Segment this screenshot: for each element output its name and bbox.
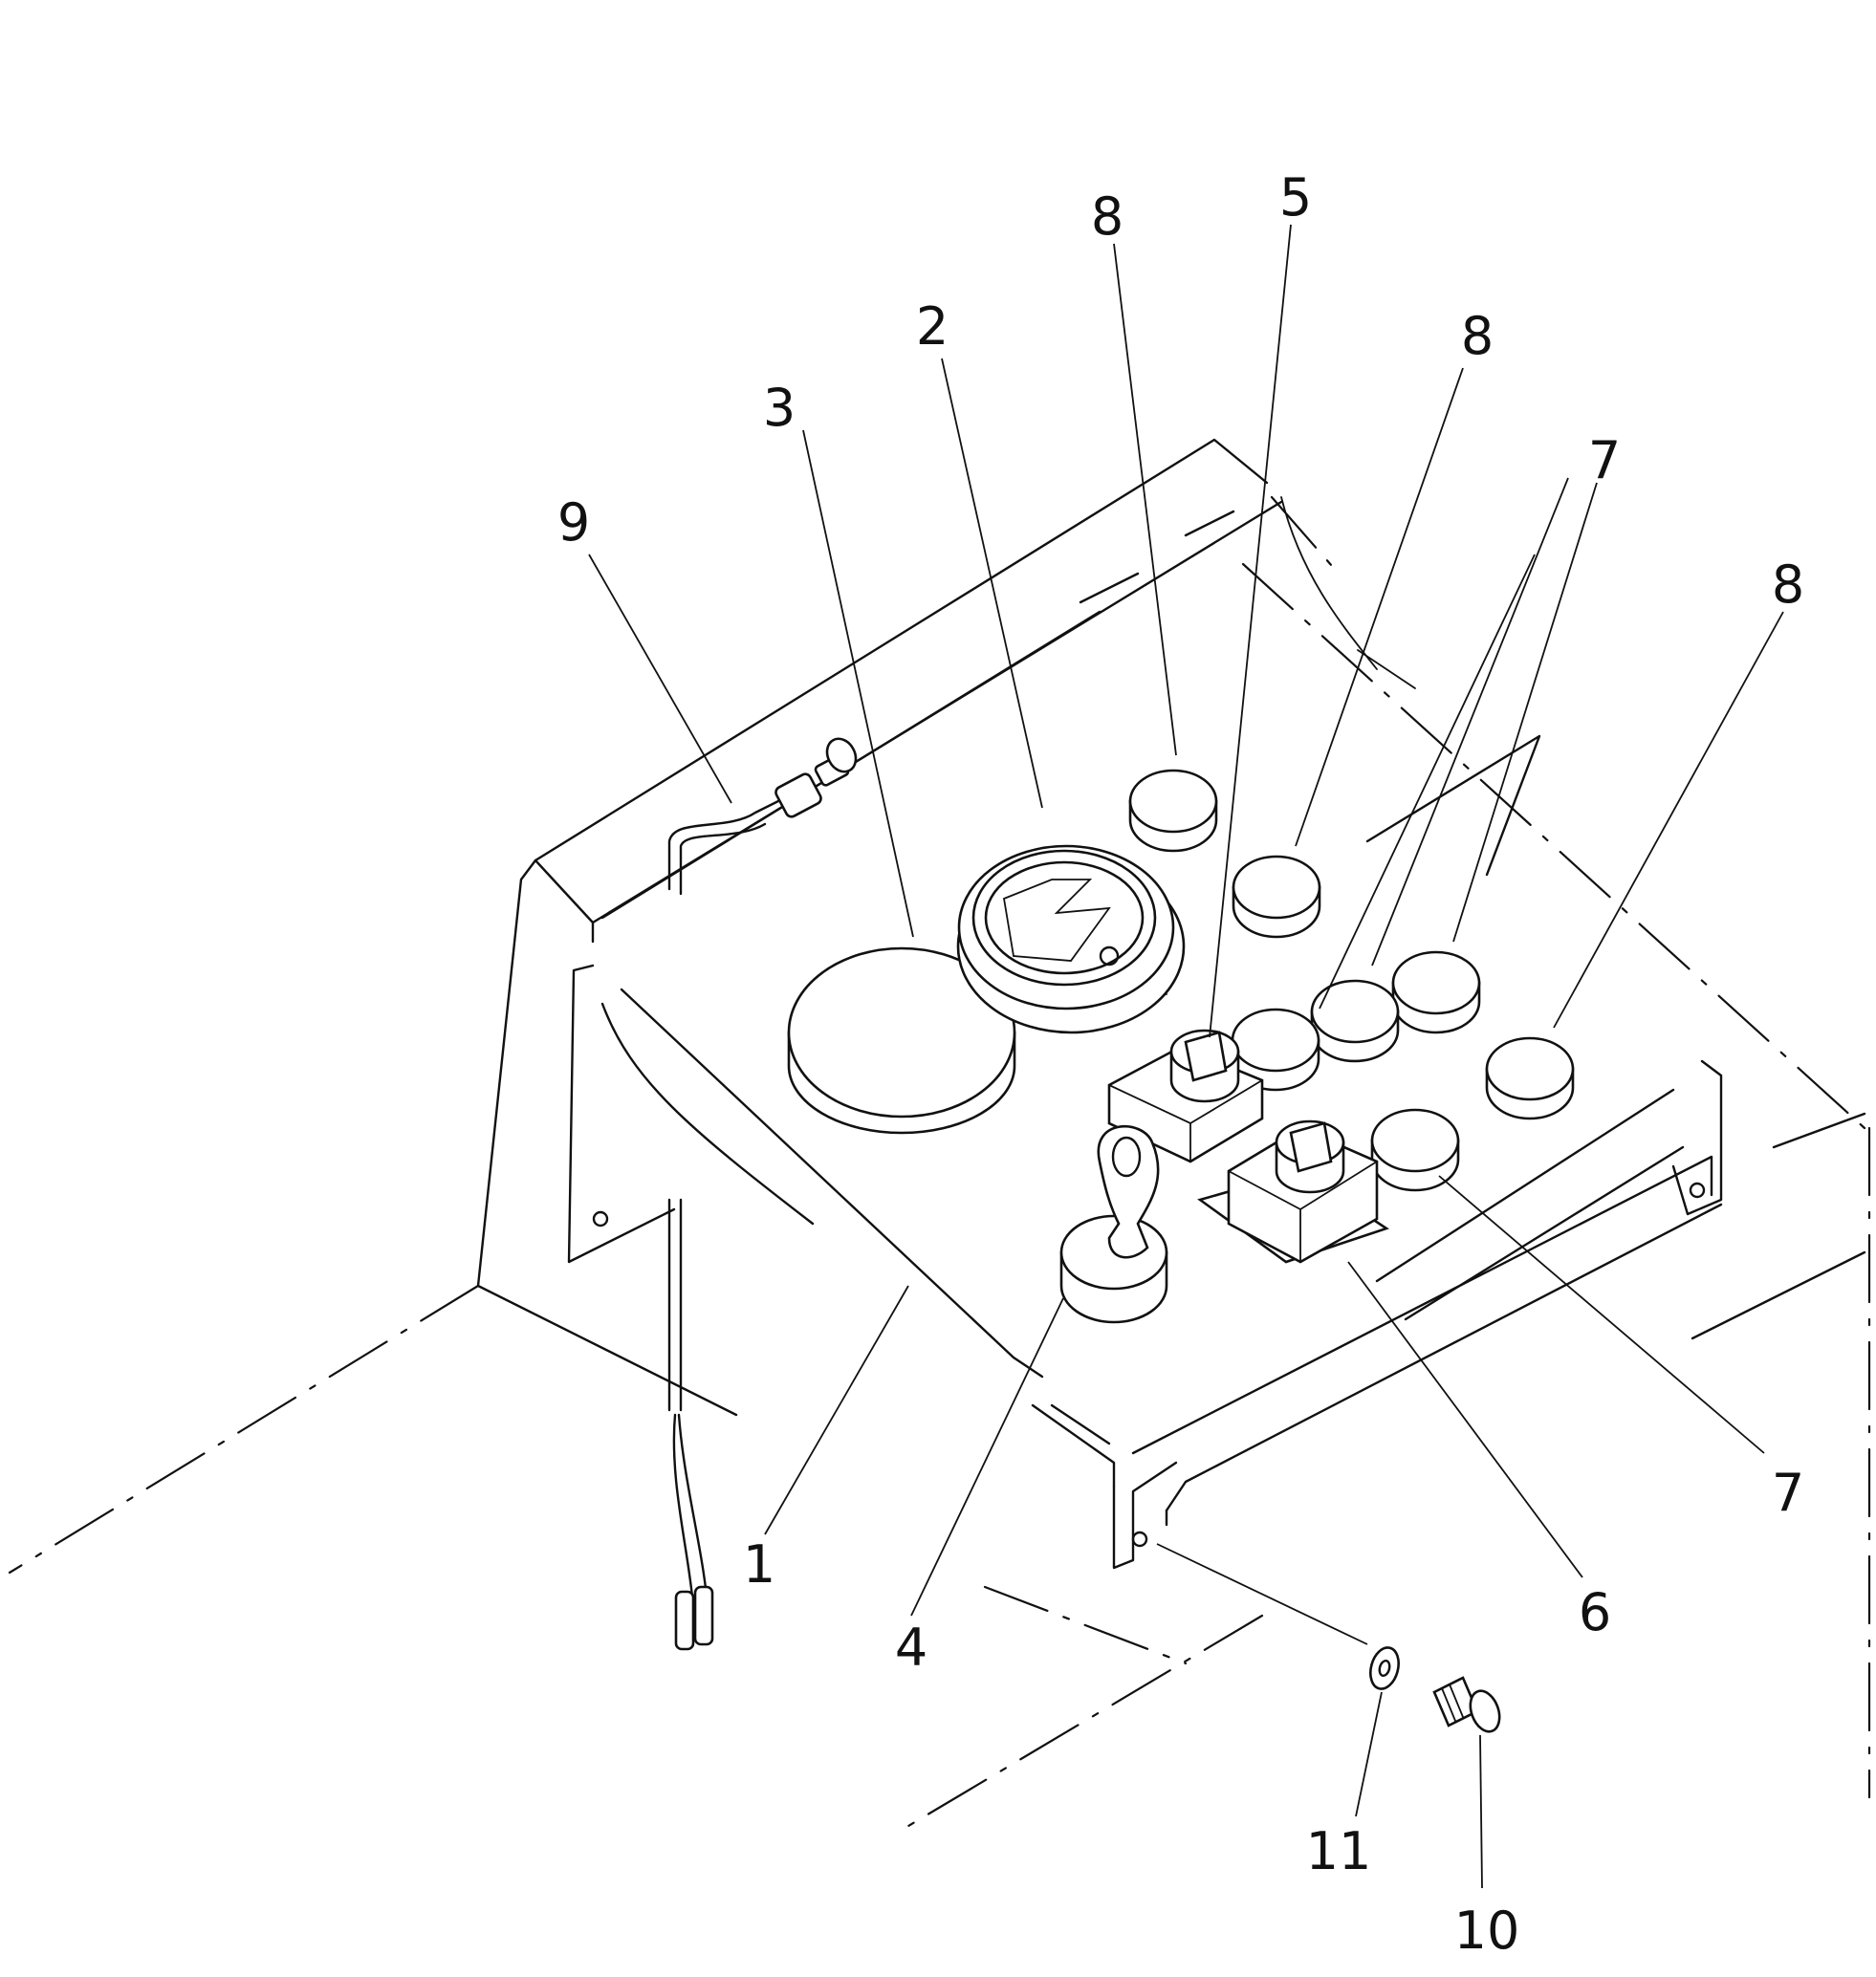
callout-1: 1 [743,1534,775,1595]
callout-8-mid: 8 [1461,306,1494,366]
lamp-7-a [1391,950,1481,1034]
console-body [476,438,1866,1570]
callout-2: 2 [916,296,949,357]
callout-11: 11 [1306,1821,1372,1881]
rotary-switch-lower [1197,1119,1389,1264]
callout-3: 3 [763,378,796,438]
callout-5: 5 [1279,167,1312,228]
callout-labels: 1 2 3 4 5 6 7 7 8 8 8 9 10 11 [557,167,1804,1961]
callout-6: 6 [1579,1582,1611,1642]
lamp-8-top [1128,769,1218,853]
callout-9: 9 [557,492,590,553]
callout-7-upper: 7 [1588,430,1621,490]
callout-7-lower: 7 [1772,1463,1804,1523]
hour-meter [956,844,1186,1034]
lamp-7-b [1310,979,1400,1063]
callout-10: 10 [1454,1901,1520,1961]
lamp-8-right [1485,1036,1575,1120]
screw [1432,1676,1501,1733]
key-switch [1059,1124,1168,1324]
callout-4: 4 [895,1618,927,1678]
callout-8-top: 8 [1091,186,1123,247]
washer [1369,1646,1400,1690]
leader-lines [588,224,1784,1889]
indicator-lamps [1128,769,1575,1192]
lamp-7-low [1370,1108,1460,1192]
gauge-round-large [787,946,1016,1135]
callout-8-right: 8 [1772,554,1804,615]
wiring-harness [667,737,858,1651]
lamp-8-mid [1232,855,1321,939]
rotary-switch-upper [1107,1029,1264,1163]
phantom-lines [8,495,1871,1828]
